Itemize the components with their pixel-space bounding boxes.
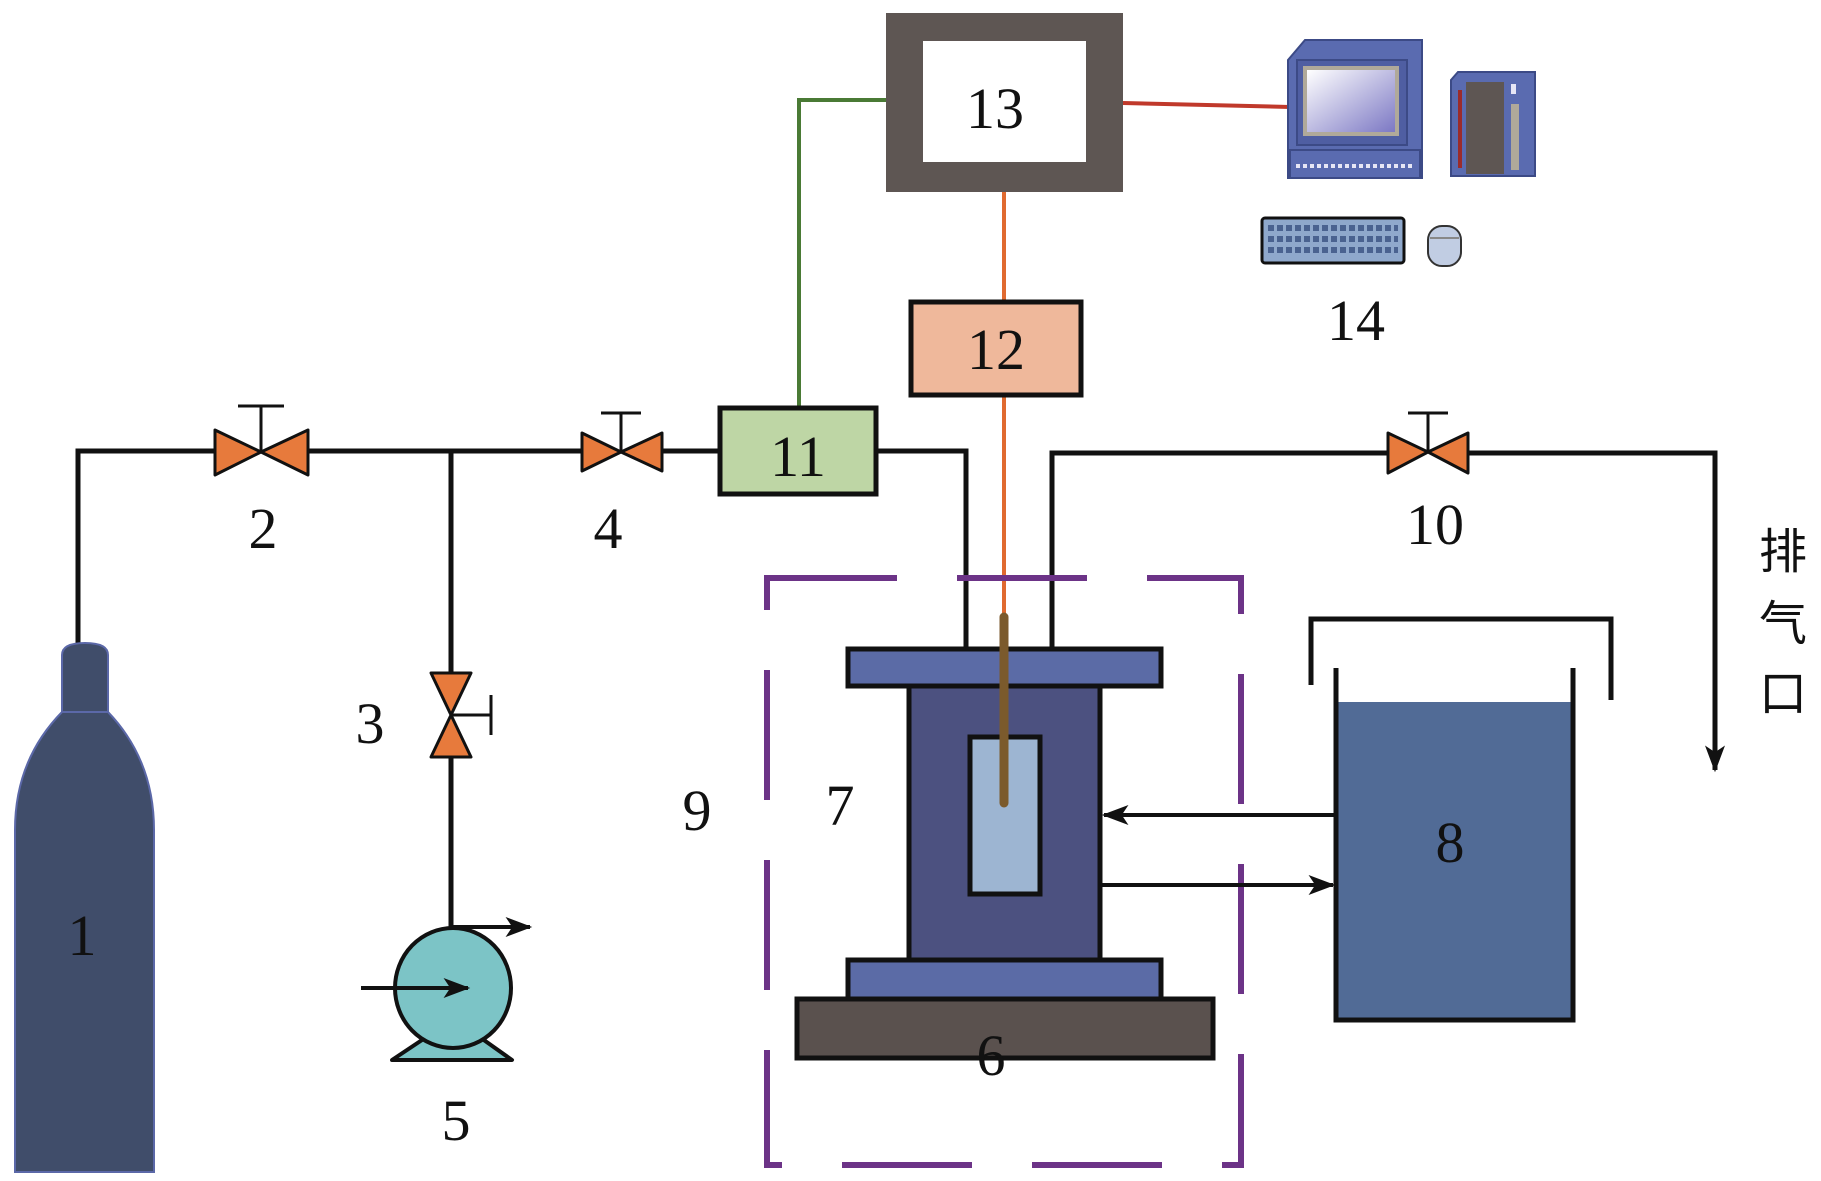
- exhaust-label: 排 气 口: [1759, 524, 1807, 722]
- exhaust-label-char: 排: [1759, 524, 1807, 580]
- exhaust-label-char: 气: [1759, 596, 1807, 652]
- valve-4: [580, 411, 664, 473]
- vacuum-pump: [361, 917, 533, 1062]
- label-2: 2: [249, 496, 278, 561]
- pipes: [75, 448, 1725, 928]
- label-7: 7: [826, 773, 855, 838]
- label-13: 13: [966, 76, 1024, 141]
- base-stand: [794, 996, 1216, 1061]
- label-1: 1: [68, 903, 97, 968]
- data-acquisition-unit: [886, 13, 1123, 192]
- monitor-icon: [1287, 39, 1423, 179]
- label-10: 10: [1406, 492, 1464, 557]
- tower-icon: [1450, 71, 1536, 177]
- mouse-icon: [1427, 225, 1462, 267]
- water-bath: [1308, 616, 1614, 1023]
- keyboard-icon: [1260, 216, 1406, 265]
- label-4: 4: [594, 496, 623, 561]
- label-11: 11: [770, 424, 826, 489]
- pipe-valve10-to-exhaust: [1468, 450, 1725, 773]
- gas-cylinder: [14, 641, 155, 1173]
- computer: [1260, 39, 1536, 267]
- pipe-box11-to-vessel: [877, 448, 969, 649]
- valve-10: [1386, 411, 1470, 475]
- vessel-bottom-plate: [845, 957, 1164, 1002]
- label-14: 14: [1327, 288, 1385, 353]
- bath-water: [1336, 702, 1573, 1020]
- enclosure-dashed: [764, 575, 1244, 1168]
- label-8: 8: [1436, 810, 1465, 875]
- label-9: 9: [683, 778, 712, 843]
- signal-line-11-13: [797, 98, 886, 406]
- pressure-sensor-box: [717, 405, 879, 497]
- pipe-vessel-to-valve10: [1049, 450, 1388, 649]
- reaction-vessel: [845, 612, 1164, 1002]
- pipe-cylinder-to-valve2: [75, 448, 215, 645]
- label-12: 12: [967, 317, 1025, 382]
- valve-2: [213, 404, 310, 477]
- bath-lid: [1308, 616, 1614, 700]
- temperature-transmitter-box: [908, 299, 1084, 398]
- label-3: 3: [356, 691, 385, 756]
- valve-3: [429, 671, 493, 759]
- label-6: 6: [977, 1023, 1006, 1088]
- label-5: 5: [442, 1088, 471, 1153]
- exhaust-label-char: 口: [1759, 666, 1807, 722]
- signal-line-13-computer: [1122, 101, 1291, 109]
